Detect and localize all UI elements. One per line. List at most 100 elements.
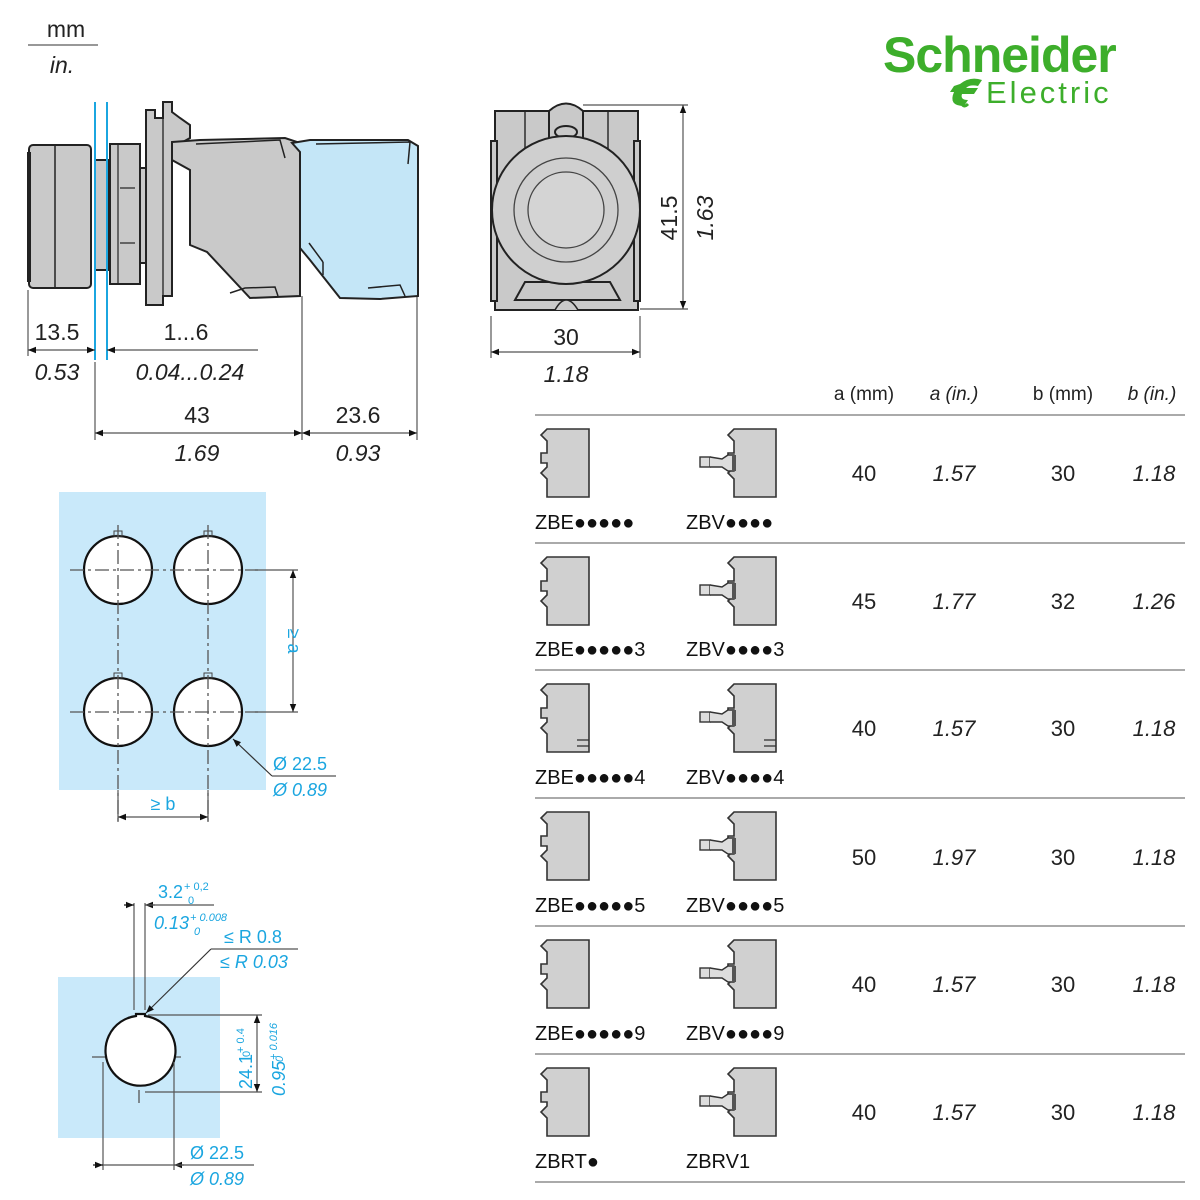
ref-contact-block: ZBE●●●●●5 [535, 895, 645, 917]
side-view-drawing: 13.5 0.53 1...6 0.04...0.24 43 1.69 23.6… [27, 101, 419, 466]
header-a-mm: a (mm) [834, 384, 894, 405]
spacing-a-label: ≥ a [284, 629, 304, 655]
ref-contact-block: ZBE●●●●●9 [535, 1023, 645, 1045]
cell-a-mm: 50 [852, 845, 876, 870]
front-view-drawing: 41.5 1.63 30 1.18 [490, 102, 718, 387]
cell-b-mm: 30 [1051, 716, 1075, 741]
single-diameter-mm: Ø 22.5 [190, 1143, 244, 1163]
ref-contact-block: ZBE●●●●● [535, 512, 634, 534]
keyed-hole [104, 1012, 177, 1087]
cell-b-mm: 30 [1051, 845, 1075, 870]
button-face [527, 171, 605, 249]
contact-block-icon [539, 939, 590, 1009]
contact-block-icon [539, 556, 590, 626]
light-block-icon [699, 428, 777, 498]
dim-front-in: 0.53 [35, 359, 80, 385]
key-width-in-tol-lower: 0 [194, 926, 201, 938]
contact-block-icon [539, 428, 590, 498]
cell-a-in: 1.57 [933, 972, 977, 997]
cell-b-in: 1.18 [1133, 972, 1177, 997]
key-width-mm-tol-upper: + 0,2 [184, 881, 209, 893]
dim-block-mm: 23.6 [336, 402, 381, 428]
light-block-icon [699, 939, 777, 1009]
body-shape [171, 136, 301, 300]
cutout-grid-drawing: ≥ a ≥ b Ø 22.5 Ø 0.89 [59, 492, 336, 822]
panel-area [59, 492, 266, 790]
header-b-in: b (in.) [1128, 384, 1177, 405]
units-legend: mm in. [28, 16, 98, 78]
cell-a-mm: 40 [852, 1100, 876, 1125]
dim-body-in: 1.69 [175, 440, 220, 466]
key-width-mm-tol-lower: 0 [188, 895, 194, 907]
key-width-in-tol-upper: + 0.008 [190, 912, 228, 924]
grid-diameter-mm: Ø 22.5 [273, 754, 327, 774]
dim-front-mm: 13.5 [35, 319, 80, 345]
cell-b-in: 1.18 [1133, 1100, 1177, 1125]
depth-in: 0.95+ 0.016 [268, 1022, 289, 1096]
cell-b-mm: 30 [1051, 972, 1075, 997]
dim-body-mm: 43 [184, 402, 210, 428]
cell-a-in: 1.57 [933, 716, 977, 741]
cell-b-mm: 30 [1051, 461, 1075, 486]
collar-shape [145, 101, 191, 306]
depth-mm-tol-upper: + 0.4 [235, 1028, 247, 1053]
dim-panel-mm: 1...6 [164, 319, 209, 345]
depth-in-value: 0.95 [269, 1060, 289, 1096]
cell-b-mm: 30 [1051, 1100, 1075, 1125]
ref-contact-block: ZBE●●●●●3 [535, 639, 645, 661]
nut-shape [109, 143, 141, 285]
light-block-icon [699, 556, 777, 626]
radius-mm: ≤ R 0.8 [224, 927, 282, 947]
light-block-icon [699, 683, 777, 753]
key-width-mm-value: 3.2 [158, 882, 183, 902]
cutout-single-drawing: 3.2+ 0,2 0 0.13+ 0.008 0 ≤ R 0.8 ≤ R 0.0… [58, 881, 298, 1189]
ref-light-block: ZBV●●●●3 [686, 639, 784, 661]
dim-width-in: 1.18 [544, 361, 589, 387]
light-block-icon [699, 1067, 777, 1137]
unit-mm-label: mm [47, 16, 85, 42]
contact-block-icon [539, 1067, 590, 1137]
depth-mm: 24.1+ 0.4 [235, 1028, 256, 1089]
unit-in-label: in. [50, 52, 74, 78]
key-width-in: 0.13+ 0.008 [154, 912, 228, 933]
dim-height-mm: 41.5 [656, 196, 682, 241]
light-block-icon [699, 811, 777, 881]
cell-b-in: 1.18 [1133, 716, 1177, 741]
key-width-mm: 3.2+ 0,2 [158, 881, 209, 902]
dim-block-in: 0.93 [336, 440, 381, 466]
dim-width-mm: 30 [553, 324, 579, 350]
table-header: a (mm) a (in.) b (mm) b (in.) [834, 384, 1176, 405]
ref-contact-block: ZBRT● [535, 1151, 599, 1173]
single-diameter-in: Ø 0.89 [189, 1169, 244, 1189]
spacing-b-label: ≥ b [151, 794, 176, 814]
cell-a-mm: 40 [852, 461, 876, 486]
ref-light-block: ZBV●●●●9 [686, 1023, 784, 1045]
header-b-mm: b (mm) [1033, 384, 1093, 405]
cell-a-mm: 40 [852, 972, 876, 997]
bezel-shape [28, 144, 92, 289]
ref-light-block: ZBRV1 [686, 1151, 750, 1173]
cell-a-mm: 45 [852, 589, 876, 614]
cell-a-in: 1.77 [933, 589, 977, 614]
depth-in-tol-lower: 0 [274, 1055, 286, 1062]
cell-b-in: 1.18 [1133, 461, 1177, 486]
spacing-table: a (mm) a (in.) b (mm) b (in.) ZBE●●●●● ZB… [535, 384, 1185, 1183]
key-width-in-value: 0.13 [154, 913, 189, 933]
ref-contact-block: ZBE●●●●●4 [535, 767, 645, 789]
logo-schneider-text: Schneider [883, 27, 1116, 83]
dim-panel-in: 0.04...0.24 [136, 359, 245, 385]
header-a-in: a (in.) [930, 384, 979, 405]
depth-mm-tol-lower: 0 [241, 1051, 253, 1057]
dim-height-in: 1.63 [692, 195, 718, 240]
contact-block-icon [539, 683, 590, 753]
table-row: ZBE●●●●●9 ZBV●●●●9 40 1.57 30 1.18 [535, 925, 1185, 1045]
schneider-logo: Schneider Electric [883, 27, 1117, 110]
radius-in: ≤ R 0.03 [220, 952, 288, 972]
logo-electric-text: Electric [986, 75, 1112, 110]
